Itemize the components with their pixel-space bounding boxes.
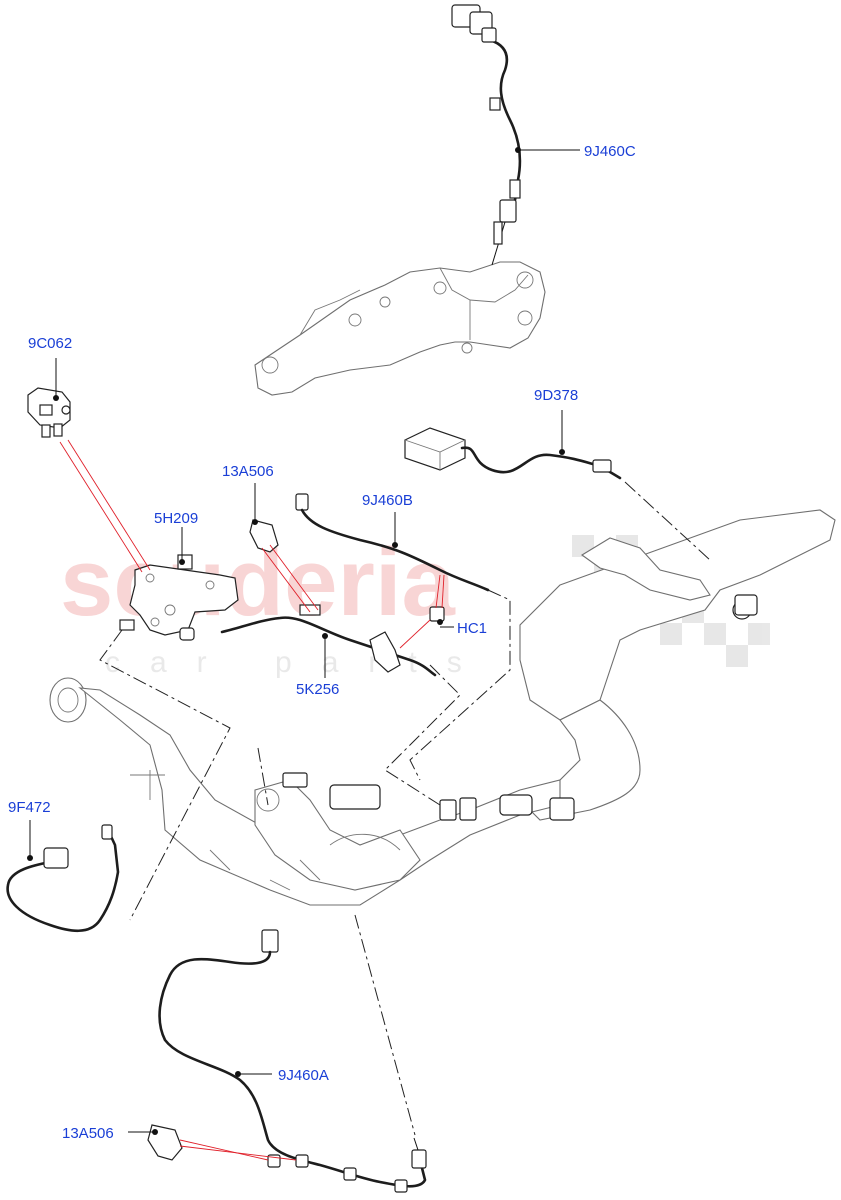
label-9j460b[interactable]: 9J460B — [362, 492, 413, 509]
harness-9j460b[interactable] — [220, 493, 490, 677]
label-13a506-bottom[interactable]: 13A506 — [62, 1125, 114, 1142]
bracket-5h209[interactable] — [119, 554, 239, 641]
harness-9j460a[interactable] — [158, 929, 427, 1193]
label-9c062[interactable]: 9C062 — [28, 335, 72, 352]
oxygen-sensor-9f472[interactable] — [6, 824, 120, 933]
label-5h209[interactable]: 5H209 — [154, 510, 198, 527]
label-9j460c[interactable]: 9J460C — [584, 143, 636, 160]
label-leader-lines — [27, 147, 580, 1135]
nox-sensor-9d378[interactable] — [404, 427, 622, 480]
dashdot-reference-lines — [99, 481, 711, 1136]
part-labels: 9J460C 9C062 9D378 13A506 9J460B 5H209 H… — [8, 143, 636, 1142]
exhaust-manifold-outline — [254, 261, 546, 396]
watermark-sub-text: car parts — [105, 646, 492, 679]
label-hc1[interactable]: HC1 — [457, 620, 487, 637]
egt-sensor-9j460c[interactable] — [451, 4, 522, 266]
front-exhaust-catalyst-outline — [49, 677, 575, 906]
clip-13a506-top[interactable] — [249, 519, 279, 553]
label-9f472[interactable]: 9F472 — [8, 799, 51, 816]
label-9d378[interactable]: 9D378 — [534, 387, 578, 404]
label-5k256[interactable]: 5K256 — [296, 681, 339, 698]
label-13a506-top[interactable]: 13A506 — [222, 463, 274, 480]
pressure-sensor-9c062[interactable] — [27, 387, 71, 438]
label-9j460a[interactable]: 9J460A — [278, 1067, 329, 1084]
red-leader-lines — [59, 439, 445, 1161]
rear-exhaust-outline — [519, 509, 836, 821]
